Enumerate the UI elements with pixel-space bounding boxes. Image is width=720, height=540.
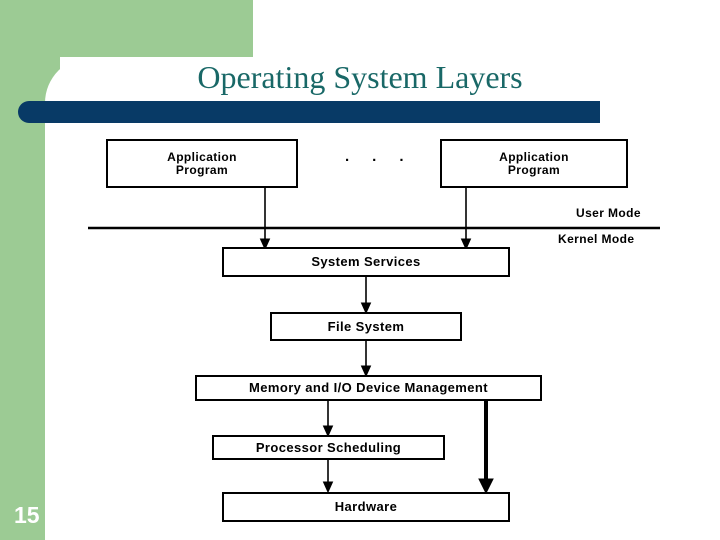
page-title: Operating System Layers [197,59,523,95]
node-memory-io-device-management: Memory and I/O Device Management [195,375,542,401]
node-label: System Services [311,254,421,269]
node-hardware: Hardware [222,492,510,522]
ellipsis-dots: · · · [345,152,414,169]
node-label: Hardware [334,499,398,514]
node-label-line1: Application [499,149,569,164]
node-label: Memory and I/O Device Management [249,380,488,395]
node-processor-scheduling: Processor Scheduling [212,435,445,460]
label-kernel-mode: Kernel Mode [558,232,635,246]
node-label-line2: Program [507,162,561,177]
node-system-services: System Services [222,247,510,277]
node-label: File System [327,318,405,334]
node-label: Application Program [499,149,569,177]
node-label-line1: Application [167,149,237,164]
arrowhead-hardware-right [478,478,494,495]
decorative-blue-title-bar [18,101,600,123]
node-label-line2: Program [175,162,229,177]
node-label: Application Program [167,149,237,177]
slide-number: 15 [14,502,40,528]
node-file-system: File System [270,312,462,341]
node-application-program-right: Application Program [440,139,628,188]
node-application-program-left: Application Program [106,139,298,188]
arrowhead-hardware-left [322,481,334,494]
label-user-mode: User Mode [576,206,641,220]
decorative-green-top-block [0,0,253,57]
node-label: Processor Scheduling [255,439,402,455]
